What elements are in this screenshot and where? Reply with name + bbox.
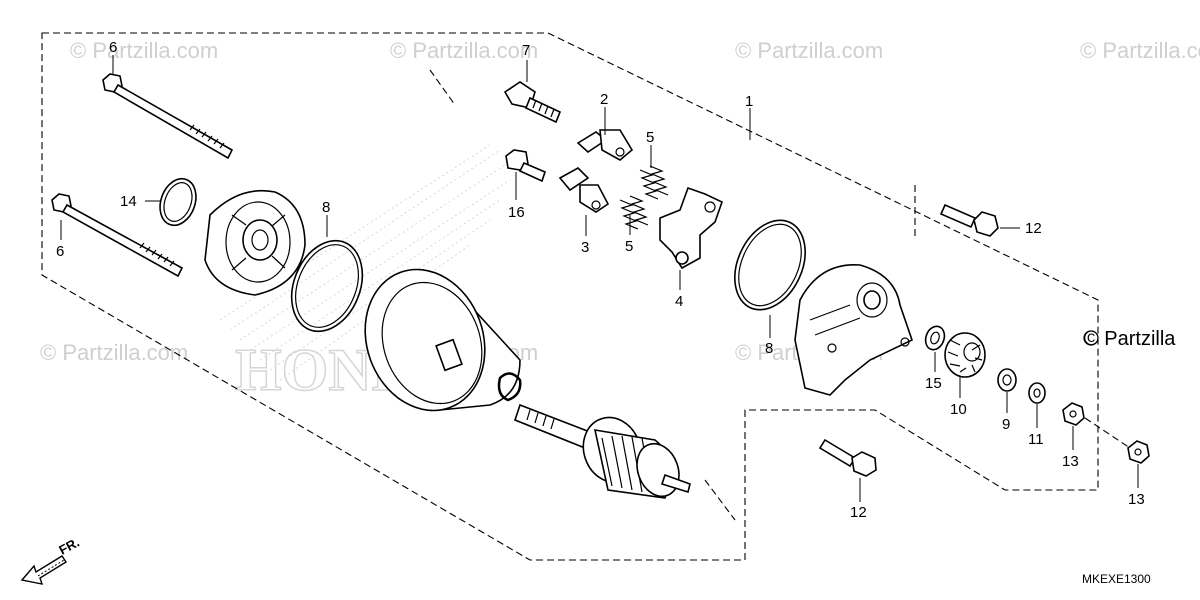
nut-13-upper (1062, 402, 1085, 426)
callout-labels: 6 6 14 8 7 2 5 5 3 16 4 1 8 12 15 10 9 1… (56, 39, 1145, 521)
brush-spring-upper (639, 165, 669, 200)
motor-case (364, 268, 521, 412)
callout-10: 10 (950, 401, 967, 418)
callout-1: 1 (745, 93, 753, 110)
watermark-text: © Partzilla.com (1080, 38, 1200, 63)
front-cover (204, 189, 306, 296)
assembly-outline (41, 32, 1099, 561)
pinion-gear-10 (944, 332, 986, 378)
nut-13-lower-hole (1134, 448, 1142, 456)
callout-12-lower: 12 (850, 504, 867, 521)
leader-lines (60, 55, 1139, 502)
o-ring-8-left-inner (295, 244, 359, 328)
callout-6-lower: 6 (56, 243, 64, 260)
callout-15: 15 (925, 375, 942, 392)
through-bolt-upper (102, 73, 234, 160)
nut-13-lower (1127, 440, 1150, 464)
brush-spring-lower (619, 195, 649, 230)
diagram-code: MKEXE1300 (1082, 572, 1151, 586)
callout-3: 3 (581, 239, 589, 256)
o-ring-14-inner (163, 182, 193, 222)
watermark-text: © Partzilla.com (40, 340, 188, 365)
washer-15 (924, 325, 946, 351)
terminal-bolt-7 (503, 81, 562, 124)
terminal-bolt-16 (505, 149, 546, 183)
callout-7: 7 (522, 42, 530, 59)
washer-11 (1028, 382, 1046, 404)
o-ring-14 (159, 177, 197, 227)
washer-15-hole (930, 331, 940, 345)
mounting-bolt-upper (939, 203, 999, 237)
callout-5-upper: 5 (646, 129, 654, 146)
rear-cover (794, 264, 913, 396)
washer-11-hole (1033, 388, 1041, 398)
callout-6-upper: 6 (109, 39, 117, 56)
corner-copyright: © Partzilla (1084, 328, 1176, 350)
mounting-bolt-lower (818, 438, 877, 477)
watermark-text: © Partzilla.com (390, 38, 538, 63)
o-ring-8-right (734, 219, 806, 311)
watermark-text: © Partzilla.com (735, 38, 883, 63)
direction-label: FR. (56, 535, 82, 558)
callout-2: 2 (600, 91, 608, 108)
o-ring-8-right-inner (738, 223, 802, 307)
washer-9-hole (1002, 374, 1012, 386)
o-ring-8-left (290, 239, 364, 333)
forward-direction-arrow: FR. (20, 535, 82, 585)
brush-3 (558, 167, 610, 213)
washer-9 (997, 368, 1017, 392)
brush-2 (576, 129, 634, 161)
watermark-text: © Partzilla.com (70, 38, 218, 63)
nut-13-upper-hole (1069, 410, 1077, 418)
snap-ring (497, 372, 522, 402)
callout-8-left: 8 (322, 199, 330, 216)
copyright-symbol-ring (1083, 330, 1099, 346)
callout-12-upper: 12 (1025, 220, 1042, 237)
armature (514, 403, 691, 499)
callout-13-upper: 13 (1062, 453, 1079, 470)
callout-13-lower: 13 (1128, 491, 1145, 508)
callout-5-lower: 5 (625, 238, 633, 255)
callout-16: 16 (508, 204, 525, 221)
callout-4: 4 (675, 293, 683, 310)
callout-14: 14 (120, 193, 137, 210)
callout-11: 11 (1028, 431, 1044, 448)
callout-8-right: 8 (765, 340, 773, 357)
through-bolt-lower (51, 193, 184, 278)
callout-9: 9 (1002, 416, 1010, 433)
brush-holder-plate (659, 186, 723, 270)
